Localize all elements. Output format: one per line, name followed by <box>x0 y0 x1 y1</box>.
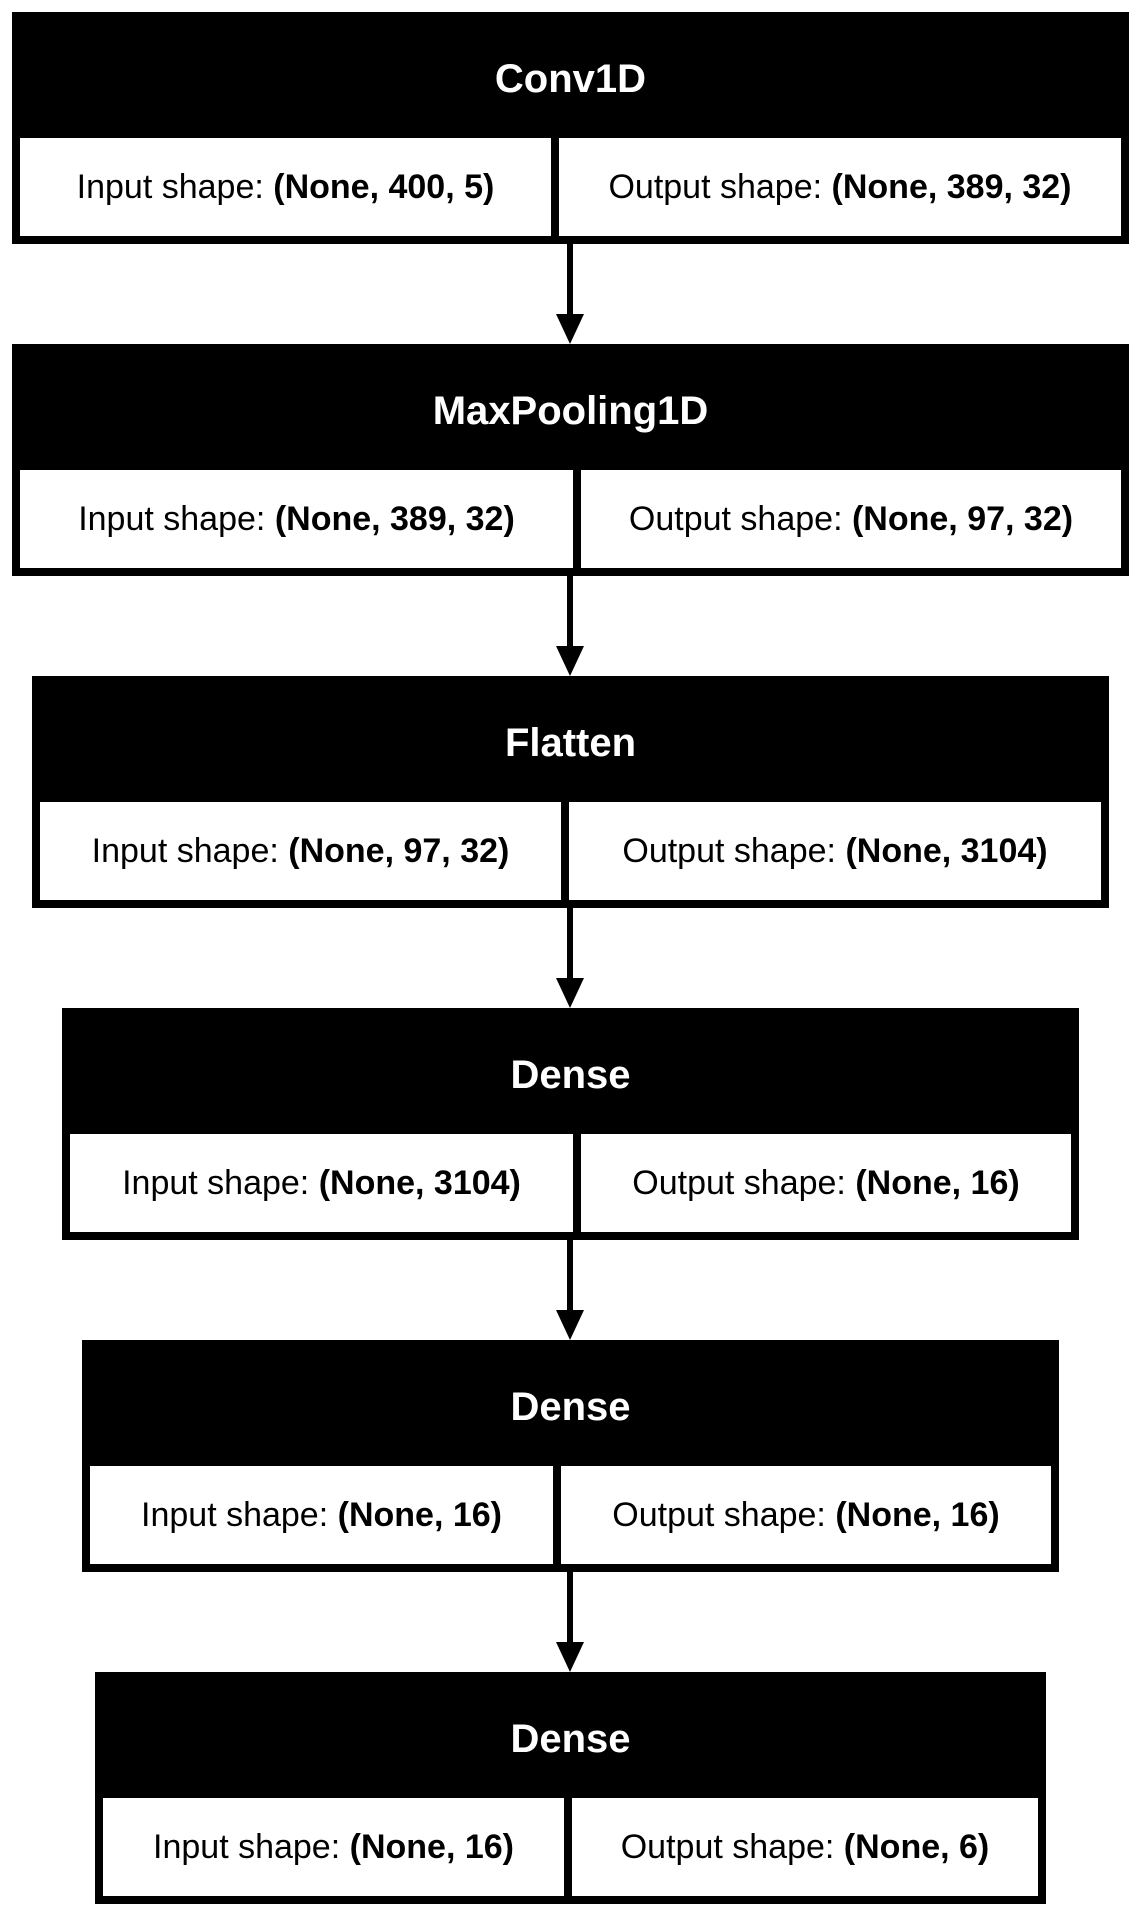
layer-title: Flatten <box>504 720 637 765</box>
layer-shapes: Input shape: (None, 97, 32) Output shape… <box>40 802 1101 900</box>
output-shape-label: Output shape: <box>628 499 843 538</box>
layer-title: Dense <box>510 1384 631 1429</box>
layer-shapes: Input shape: (None, 389, 32) Output shap… <box>20 470 1121 568</box>
layer-shapes: Input shape: (None, 3104) Output shape: … <box>70 1134 1071 1232</box>
output-shape-value: (None, 16) <box>855 1163 1020 1202</box>
output-shape-cell: Output shape: (None, 3104) <box>569 802 1101 900</box>
layer-node: MaxPooling1D Input shape: (None, 389, 32… <box>12 344 1129 576</box>
input-shape-label: Input shape: <box>141 1495 329 1534</box>
edge-line <box>567 1572 573 1644</box>
arrowhead <box>556 1310 584 1340</box>
input-shape-value: (None, 3104) <box>318 1163 521 1202</box>
layer-node: Flatten Input shape: (None, 97, 32) Outp… <box>32 676 1109 908</box>
layer-node: Dense Input shape: (None, 3104) Output s… <box>62 1008 1079 1240</box>
input-shape-cell: Input shape: (None, 16) <box>103 1798 564 1896</box>
output-shape-label: Output shape: <box>620 1827 835 1866</box>
input-shape-cell: Input shape: (None, 400, 5) <box>20 138 551 236</box>
output-shape-cell: Output shape: (None, 16) <box>561 1466 1051 1564</box>
input-shape-cell: Input shape: (None, 3104) <box>70 1134 573 1232</box>
layer-shapes: Input shape: (None, 400, 5) Output shape… <box>20 138 1121 236</box>
layer-title: Dense <box>510 1716 631 1761</box>
input-shape-label: Input shape: <box>153 1827 341 1866</box>
output-shape-cell: Output shape: (None, 97, 32) <box>581 470 1121 568</box>
input-shape-label: Input shape: <box>122 1163 310 1202</box>
input-shape-value: (None, 400, 5) <box>273 167 495 206</box>
output-shape-value: (None, 3104) <box>845 831 1048 870</box>
output-shape-cell: Output shape: (None, 16) <box>581 1134 1071 1232</box>
output-shape-label: Output shape: <box>612 1495 826 1534</box>
arrowhead <box>556 314 584 344</box>
input-shape-label: Input shape: <box>78 499 266 538</box>
edge-line <box>567 908 573 980</box>
output-shape-label: Output shape: <box>622 831 836 870</box>
layer-node: Conv1D Input shape: (None, 400, 5) Outpu… <box>12 12 1129 244</box>
input-shape-cell: Input shape: (None, 97, 32) <box>40 802 561 900</box>
input-shape-cell: Input shape: (None, 16) <box>90 1466 553 1564</box>
arrowhead <box>556 646 584 676</box>
layer-title: MaxPooling1D <box>432 388 709 433</box>
output-shape-cell: Output shape: (None, 6) <box>572 1798 1038 1896</box>
output-shape-value: (None, 6) <box>843 1827 990 1866</box>
arrowhead <box>556 1642 584 1672</box>
output-shape-value: (None, 97, 32) <box>851 499 1074 538</box>
input-shape-value: (None, 389, 32) <box>274 499 515 538</box>
input-shape-label: Input shape: <box>76 167 264 206</box>
input-shape-value: (None, 97, 32) <box>288 831 510 870</box>
layer-node: Dense Input shape: (None, 16) Output sha… <box>82 1340 1059 1572</box>
arrowhead <box>556 978 584 1008</box>
output-shape-value: (None, 389, 32) <box>831 167 1072 206</box>
edge-line <box>567 1240 573 1312</box>
output-shape-cell: Output shape: (None, 389, 32) <box>559 138 1121 236</box>
output-shape-label: Output shape: <box>608 167 823 206</box>
input-shape-value: (None, 16) <box>349 1827 514 1866</box>
input-shape-value: (None, 16) <box>337 1495 502 1534</box>
edge-line <box>567 576 573 648</box>
layer-shapes: Input shape: (None, 16) Output shape: (N… <box>90 1466 1051 1564</box>
output-shape-value: (None, 16) <box>835 1495 1000 1534</box>
layer-title: Dense <box>510 1052 631 1097</box>
layer-node: Dense Input shape: (None, 16) Output sha… <box>95 1672 1046 1904</box>
input-shape-cell: Input shape: (None, 389, 32) <box>20 470 573 568</box>
layer-shapes: Input shape: (None, 16) Output shape: (N… <box>103 1798 1038 1896</box>
output-shape-label: Output shape: <box>632 1163 846 1202</box>
edge-line <box>567 244 573 316</box>
input-shape-label: Input shape: <box>91 831 279 870</box>
layer-title: Conv1D <box>494 56 647 101</box>
